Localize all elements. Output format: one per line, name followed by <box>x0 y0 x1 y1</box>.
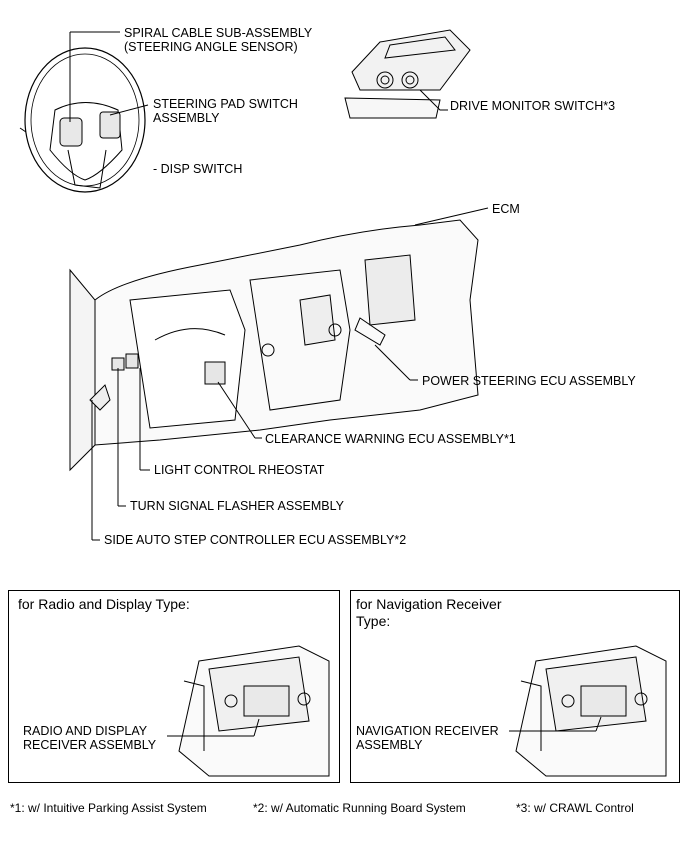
footnote-2: *2: w/ Automatic Running Board System <box>253 801 466 815</box>
label-clearance-warning-ecu: CLEARANCE WARNING ECU ASSEMBLY*1 <box>265 432 516 446</box>
navigation-panel-title: for Navigation Receiver Type: <box>356 596 502 629</box>
radio-display-panel: for Radio and Display Type: RADIO AND DI… <box>8 590 340 783</box>
label-spiral-cable: SPIRAL CABLE SUB-ASSEMBLY (STEERING ANGL… <box>124 26 313 54</box>
label-steering-pad-switch: STEERING PAD SWITCH ASSEMBLY <box>153 97 298 125</box>
footnote-1: *1: w/ Intuitive Parking Assist System <box>10 801 207 815</box>
steering-wheel-illustration <box>19 31 149 193</box>
navigation-receiver-panel: for Navigation Receiver Type: NAVIGATION… <box>350 590 680 783</box>
label-turn-signal-flasher: TURN SIGNAL FLASHER ASSEMBLY <box>130 499 344 513</box>
overhead-console-illustration <box>344 29 471 119</box>
label-drive-monitor-switch: DRIVE MONITOR SWITCH*3 <box>450 99 616 113</box>
label-side-auto-step-ecu: SIDE AUTO STEP CONTROLLER ECU ASSEMBLY*2 <box>104 533 407 547</box>
label-radio-display-receiver: RADIO AND DISPLAY RECEIVER ASSEMBLY <box>23 724 157 752</box>
label-ecm: ECM <box>492 202 520 216</box>
radio-panel-title: for Radio and Display Type: <box>18 596 190 612</box>
label-disp-switch: - DISP SWITCH <box>153 162 243 176</box>
dashboard-illustration <box>69 207 489 541</box>
footnote-3: *3: w/ CRAWL Control <box>516 801 634 815</box>
navigation-receiver-illustration <box>509 645 667 777</box>
label-light-control-rheostat: LIGHT CONTROL RHEOSTAT <box>154 463 325 477</box>
label-power-steering-ecu: POWER STEERING ECU ASSEMBLY <box>422 374 636 388</box>
radio-receiver-illustration <box>167 645 330 777</box>
label-navigation-receiver: NAVIGATION RECEIVER ASSEMBLY <box>356 724 499 752</box>
